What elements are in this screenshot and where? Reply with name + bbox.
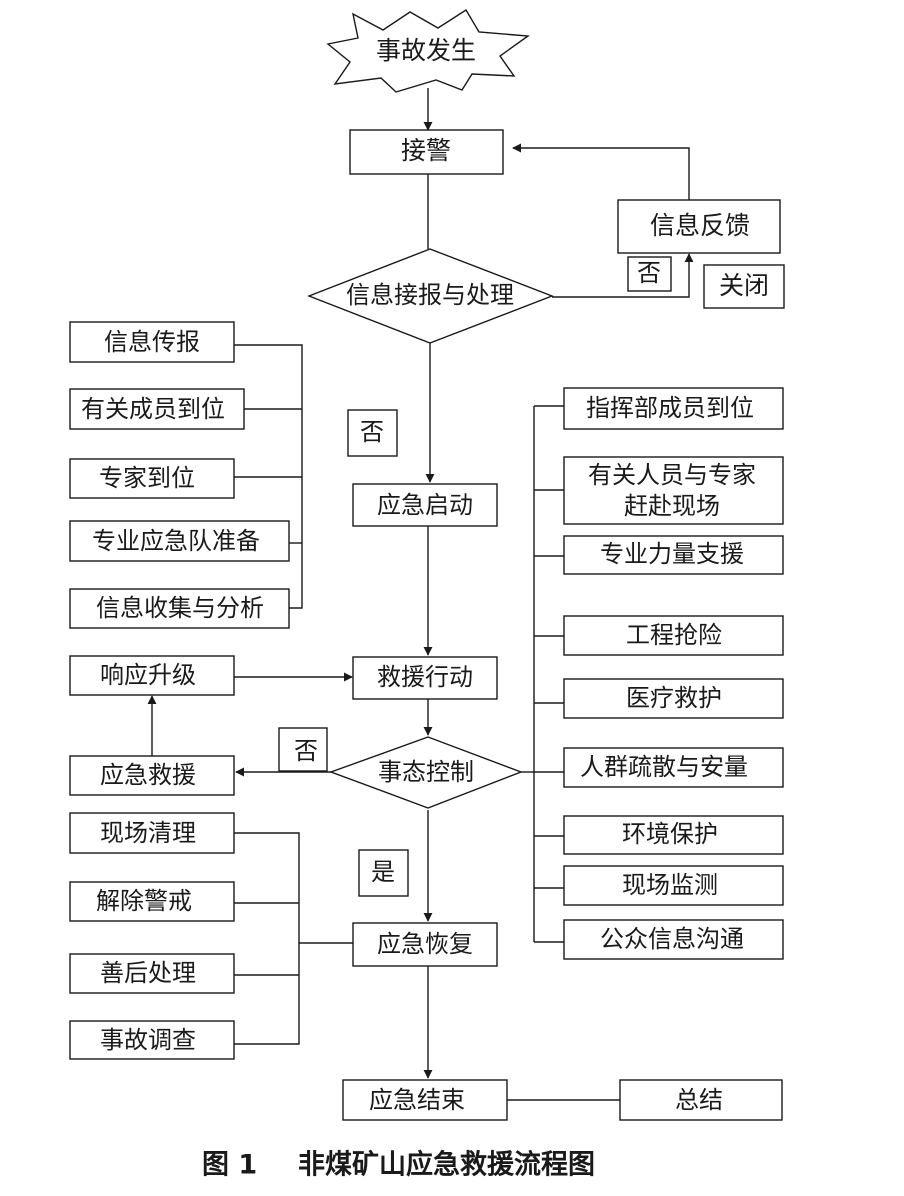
box-medical-aid-text: 医疗救护 [626, 684, 722, 712]
figure-caption: 图 1 非煤矿山应急救援流程图 [202, 1149, 595, 1181]
box-accident-investigation-text: 事故调查 [100, 1026, 196, 1054]
box-lift-alert: 解除警戒 [69, 881, 235, 922]
connectors [147, 88, 694, 1101]
bracket-left-recovery [234, 832, 300, 1045]
box-aftermath: 善后处理 [69, 953, 235, 994]
node-rescue-action-text: 救援行动 [377, 663, 473, 691]
box-experts-in-place-text: 专家到位 [99, 464, 195, 492]
node-info-feedback-text: 信息反馈 [650, 211, 750, 240]
node-receive-alarm: 接警 [349, 129, 504, 175]
node-info-feedback: 信息反馈 [617, 199, 781, 254]
box-accident-investigation: 事故调查 [69, 1020, 235, 1060]
decision-situation-control: 事态控制 [328, 736, 523, 809]
box-medical-aid: 医疗救护 [563, 678, 784, 719]
node-close-text: 关闭 [719, 271, 769, 300]
box-site-monitoring-text: 现场监测 [622, 871, 718, 899]
box-evacuation-text: 人群疏散与安量 [580, 753, 748, 781]
box-info-transmit: 信息传报 [69, 321, 235, 363]
box-environment-protection: 环境保护 [563, 815, 784, 855]
box-personnel-to-site-line1: 有关人员与专家 [588, 461, 756, 489]
box-lift-alert-text: 解除警戒 [96, 887, 192, 915]
box-public-communication: 公众信息沟通 [563, 919, 784, 960]
box-info-transmit-text: 信息传报 [104, 328, 200, 356]
node-accident-occurs-text: 事故发生 [376, 36, 476, 65]
label-no-start: 否 [347, 409, 398, 457]
box-members-in-place-text: 有关成员到位 [81, 395, 225, 423]
node-emergency-end: 应急结束 [342, 1079, 508, 1121]
box-info-collect-text: 信息收集与分析 [96, 594, 264, 622]
box-personnel-to-site-line2: 赶赴现场 [624, 492, 720, 520]
box-team-prepare: 专业应急队准备 [69, 520, 290, 562]
figure-number: 图 1 [202, 1150, 257, 1181]
box-public-communication-text: 公众信息沟通 [600, 925, 744, 953]
box-site-monitoring: 现场监测 [563, 865, 784, 906]
box-engineering-rescue: 工程抢险 [563, 615, 784, 656]
arrow-feedback-to-alarm [512, 143, 690, 200]
decision-info-report: 信息接报与处理 [307, 248, 554, 344]
left-recovery-group: 现场清理 解除警戒 善后处理 事故调查 [69, 812, 235, 1060]
box-evacuation: 人群疏散与安量 [563, 747, 784, 788]
node-emergency-recovery: 应急恢复 [352, 922, 498, 967]
node-emergency-rescue: 应急救援 [69, 755, 235, 796]
box-engineering-rescue-text: 工程抢险 [626, 621, 722, 649]
label-no-feedback: 否 [627, 256, 672, 292]
box-site-cleanup-text: 现场清理 [100, 819, 196, 847]
box-professional-support: 专业力量支援 [563, 535, 784, 575]
box-professional-support-text: 专业力量支援 [600, 540, 744, 568]
box-team-prepare-text: 专业应急队准备 [92, 527, 260, 555]
node-emergency-start: 应急启动 [352, 483, 498, 527]
node-emergency-rescue-text: 应急救援 [100, 761, 196, 789]
node-emergency-start-text: 应急启动 [377, 491, 473, 519]
node-emergency-end-text: 应急结束 [369, 1086, 465, 1114]
node-close: 关闭 [703, 264, 785, 309]
figure-title: 非煤矿山应急救援流程图 [298, 1149, 595, 1181]
box-command-members: 指挥部成员到位 [563, 387, 784, 430]
label-no-control-text: 否 [294, 737, 318, 765]
box-site-cleanup: 现场清理 [69, 812, 235, 854]
label-no-control: 否 [278, 727, 328, 772]
left-start-group: 信息传报 有关成员到位 专家到位 专业应急队准备 信息收集与分析 [69, 321, 290, 629]
node-summary: 总结 [619, 1079, 783, 1121]
box-aftermath-text: 善后处理 [100, 959, 196, 987]
node-receive-alarm-text: 接警 [401, 136, 451, 165]
box-experts-in-place: 专家到位 [69, 458, 235, 499]
right-rescue-group: 指挥部成员到位 有关人员与专家 赶赴现场 专业力量支援 工程抢险 医疗救护 人群… [563, 387, 784, 960]
node-accident-occurs: 事故发生 [326, 9, 530, 93]
decision-situation-control-text: 事态控制 [378, 758, 474, 786]
box-environment-protection-text: 环境保护 [622, 820, 718, 848]
box-members-in-place: 有关成员到位 [69, 388, 245, 430]
label-no-feedback-text: 否 [637, 259, 661, 287]
node-rescue-action: 救援行动 [352, 656, 498, 700]
node-emergency-recovery-text: 应急恢复 [377, 930, 473, 958]
node-response-upgrade: 响应升级 [69, 655, 235, 696]
label-no-start-text: 否 [360, 418, 384, 446]
arrow-decision-to-feedback [552, 253, 694, 298]
label-yes-text: 是 [371, 858, 395, 886]
label-yes: 是 [358, 849, 409, 897]
box-info-collect: 信息收集与分析 [69, 588, 290, 629]
decision-info-report-text: 信息接报与处理 [346, 281, 514, 309]
node-response-upgrade-text: 响应升级 [100, 661, 196, 689]
box-command-members-text: 指挥部成员到位 [586, 394, 754, 422]
node-summary-text: 总结 [675, 1086, 723, 1114]
box-personnel-to-site: 有关人员与专家 赶赴现场 [563, 456, 784, 525]
